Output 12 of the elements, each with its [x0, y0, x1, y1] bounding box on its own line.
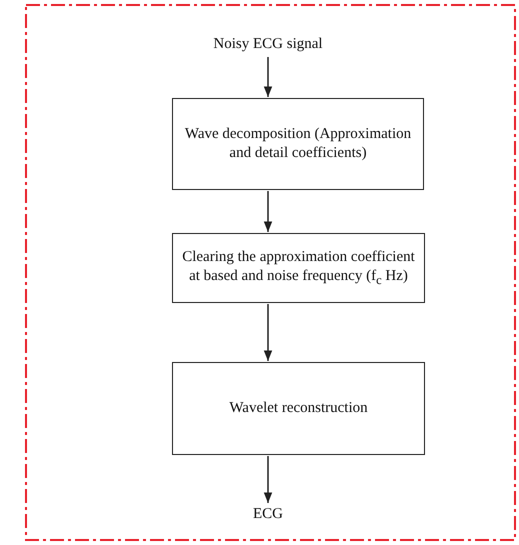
signal-label: ECG: [253, 505, 283, 524]
signal-label: Noisy ECG signal: [213, 35, 323, 54]
arrow: [264, 57, 272, 97]
arrow: [264, 304, 272, 361]
process-box: [172, 98, 424, 190]
box-label: Wavelet reconstruction: [229, 398, 368, 418]
arrow: [264, 191, 272, 232]
arrow: [264, 456, 272, 503]
process-box: [172, 233, 425, 303]
box-label: Clearing the approximation coefficient at based and noise frequency (f$_{c}$ Hz): [181, 248, 416, 288]
box-label: Wave decomposition (Approximation and detail coefficients): [184, 124, 412, 163]
process-box: [172, 362, 425, 455]
